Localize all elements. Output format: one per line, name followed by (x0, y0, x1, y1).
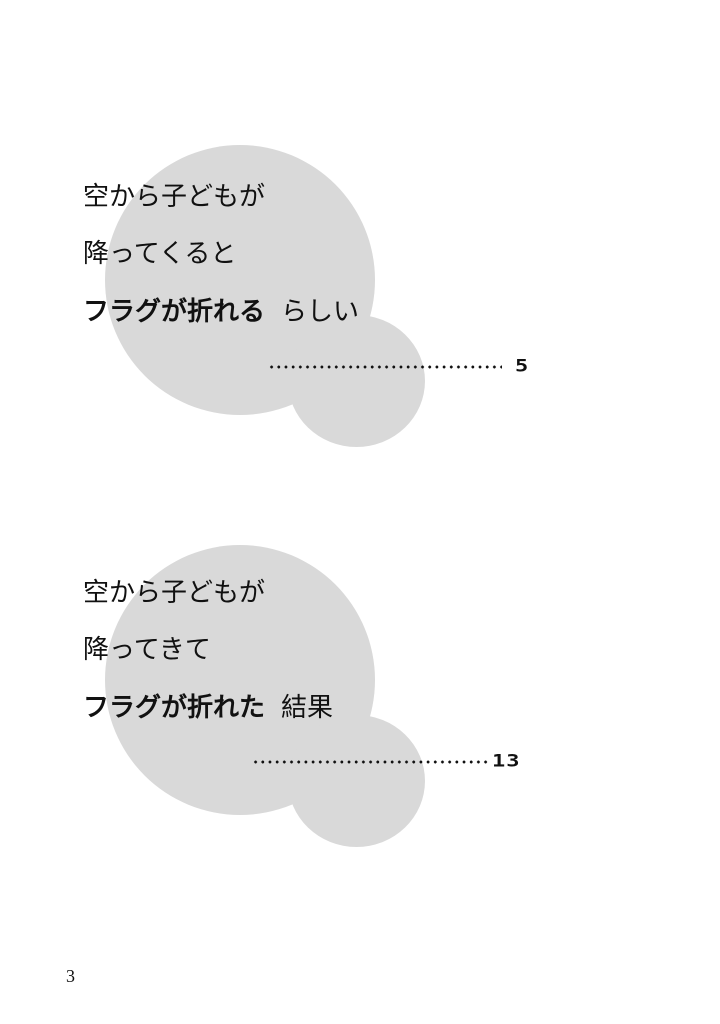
decorative-small-circle (288, 715, 425, 847)
toc-page-number[interactable]: 13 (492, 752, 521, 771)
dotted-leader (268, 365, 502, 369)
toc-title-suffix: 結果 (281, 693, 334, 723)
toc-title-line-3: フラグが折れた結果 (83, 693, 333, 723)
page-number: 3 (66, 966, 75, 986)
decorative-small-circle (288, 315, 425, 447)
toc-title-bold: フラグが折れる (83, 297, 266, 327)
dotted-leader (252, 760, 490, 764)
toc-title-line-2: 降ってくると (83, 239, 237, 269)
toc-title-line-3: フラグが折れるらしい (83, 297, 359, 327)
toc-page-number[interactable]: 5 (515, 357, 530, 376)
toc-title-line-1: 空から子どもが (83, 182, 266, 212)
toc-title-line-1: 空から子どもが (83, 578, 266, 608)
toc-title-suffix: らしい (281, 297, 360, 327)
toc-title-bold: フラグが折れた (83, 693, 266, 723)
toc-title-line-2: 降ってきて (83, 635, 211, 665)
